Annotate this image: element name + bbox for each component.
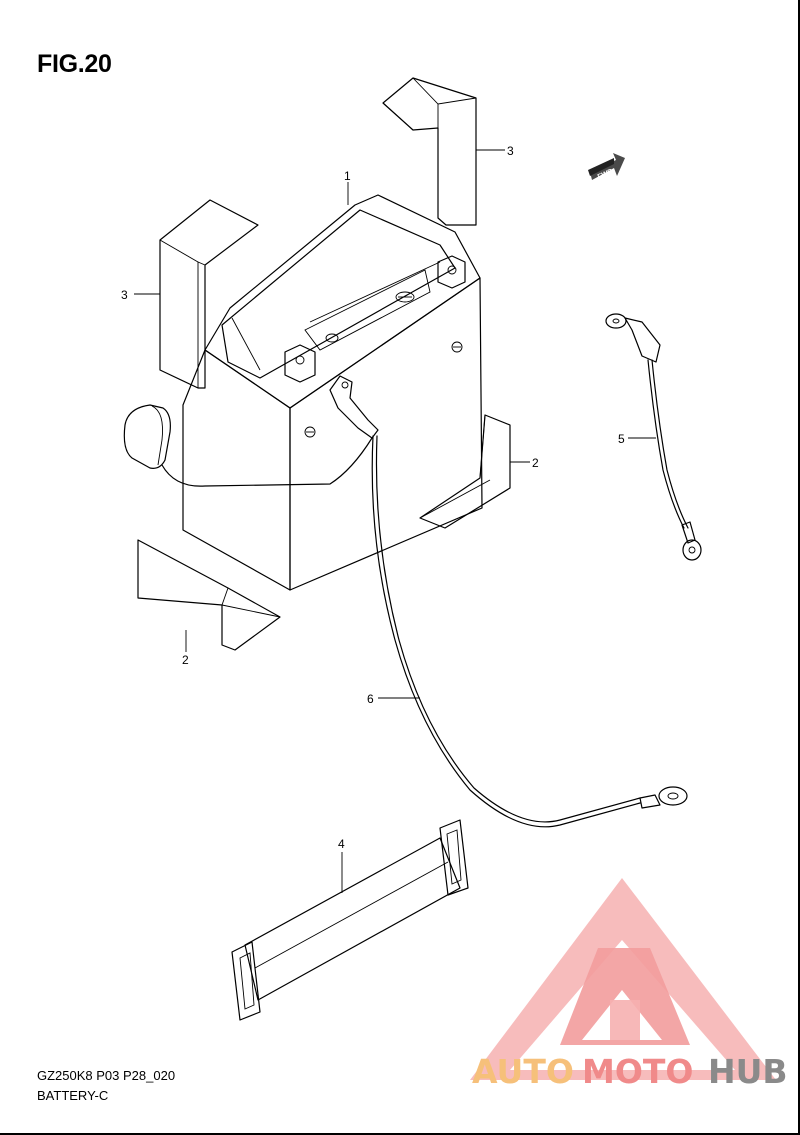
callout-3-left: 3 xyxy=(121,288,128,302)
fwd-arrow-icon: FWD xyxy=(588,153,625,181)
footer-code: GZ250K8 P03 P28_020 xyxy=(37,1068,176,1083)
part-3-bracket-top xyxy=(382,77,477,226)
leader-lines xyxy=(134,149,656,893)
watermark-word-auto: AUTO xyxy=(472,1052,574,1091)
callout-3-top: 3 xyxy=(507,144,514,158)
callout-1: 1 xyxy=(344,169,351,183)
part-2-holder-left xyxy=(137,539,281,651)
callout-6: 6 xyxy=(367,692,374,706)
part-3-bracket-left xyxy=(159,199,259,389)
figure-title: FIG.20 xyxy=(37,50,112,78)
footer-name: BATTERY-C xyxy=(37,1088,109,1103)
callout-4: 4 xyxy=(338,837,345,851)
watermark-text: AUTO MOTO HUB xyxy=(472,1052,788,1091)
watermark-word-moto: MOTO xyxy=(582,1052,693,1091)
part-4-strap xyxy=(231,819,469,1021)
callout-2-left: 2 xyxy=(182,653,189,667)
part-5-ground-cable xyxy=(605,313,702,561)
part-2-holder-right xyxy=(419,414,511,529)
watermark-logo xyxy=(470,878,776,1080)
part-1-battery xyxy=(182,194,483,591)
vent-cap-and-tube xyxy=(123,404,373,487)
callout-2-right: 2 xyxy=(532,456,539,470)
watermark-word-hub: HUB xyxy=(708,1052,788,1091)
part-6-cable xyxy=(329,375,688,828)
callout-numbers: 1 2 2 3 3 4 5 6 xyxy=(121,144,625,851)
callout-5: 5 xyxy=(618,432,625,446)
